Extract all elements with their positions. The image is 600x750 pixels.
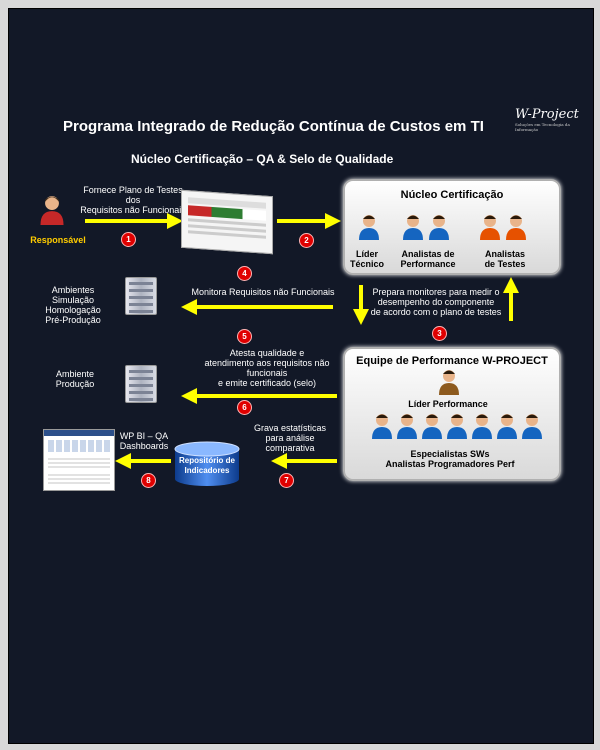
badge-1: 1 (121, 232, 136, 247)
equipe-members-label: Especialistas SWs Analistas Programadore… (385, 449, 515, 469)
env-simulacao-label: Ambientes Simulação Homologação Pré-Prod… (45, 285, 101, 325)
diagram-title: Programa Integrado de Redução Contínua d… (63, 118, 484, 135)
especialista-person-icon (472, 414, 492, 439)
analista-testes-person-icon (506, 215, 526, 240)
equipe-performance-panel: Equipe de Performance W-PROJECT (343, 347, 561, 481)
server-simulacao-icon (125, 277, 157, 315)
responsavel-label: Responsável (30, 235, 86, 245)
especialista-person-icon (497, 414, 517, 439)
repositorio-label: Repositório de Indicadores (178, 456, 235, 475)
lider-tecnico-person-icon (359, 215, 379, 240)
badge-3: 3 (432, 326, 447, 341)
role-analistas-testes: Analistas de Testes (484, 249, 526, 269)
analista-performance-person-icon (429, 215, 449, 240)
lider-performance-label: Líder Performance (408, 399, 488, 409)
test-plan-document-icon (181, 189, 273, 255)
badge-2: 2 (299, 233, 314, 248)
step3-text: Prepara monitores para medir o desempenh… (370, 287, 502, 317)
lider-performance-person-icon (439, 370, 459, 395)
equipe-title: Equipe de Performance W-PROJECT (356, 355, 548, 367)
logo-brand: W-Project (515, 107, 579, 122)
badge-8: 8 (141, 473, 156, 488)
especialista-person-icon (447, 414, 467, 439)
step5-text: Atesta qualidade e atendimento aos requi… (204, 348, 330, 388)
badge-5: 5 (237, 329, 252, 344)
env-producao-label: Ambiente Produção (55, 369, 95, 389)
step7-text: Grava estatísticas para análise comparat… (253, 423, 327, 453)
analista-performance-person-icon (403, 215, 423, 240)
especialista-person-icon (397, 414, 417, 439)
logo-tagline: Soluções em Tecnologia da Informação (515, 122, 570, 132)
diagram-canvas: Programa Integrado de Redução Contínua d… (8, 8, 594, 744)
especialista-person-icon (372, 414, 392, 439)
server-producao-icon (125, 365, 157, 403)
role-lider-tecnico: Líder Técnico (349, 249, 384, 269)
analista-testes-person-icon (480, 215, 500, 240)
step1-text: Fornece Plano de Testes dos Requisitos n… (80, 185, 186, 215)
badge-4: 4 (237, 266, 252, 281)
arrows-layer (85, 213, 519, 469)
nucleo-certificacao-panel: Núcleo Certificação (343, 179, 561, 275)
badge-6: 6 (237, 400, 252, 415)
especialista-person-icon (422, 414, 442, 439)
responsavel-person-icon (40, 196, 64, 225)
step4-text: Monitora Requisitos não Funcionais (191, 287, 335, 297)
especialistas-group (371, 413, 543, 439)
role-analistas-performance: Analistas de Performance (400, 249, 456, 269)
w-project-logo: W-Project Soluções em Tecnologia da Info… (515, 107, 593, 132)
especialista-person-icon (522, 414, 542, 439)
diagram-subtitle: Núcleo Certificação – QA & Selo de Quali… (131, 152, 394, 166)
nucleo-title: Núcleo Certificação (400, 189, 504, 201)
repositorio-database-icon (174, 441, 240, 486)
dashboard-label: WP BI – QA Dashboards (119, 431, 169, 451)
badge-7: 7 (279, 473, 294, 488)
dashboard-screen-icon (43, 429, 115, 491)
